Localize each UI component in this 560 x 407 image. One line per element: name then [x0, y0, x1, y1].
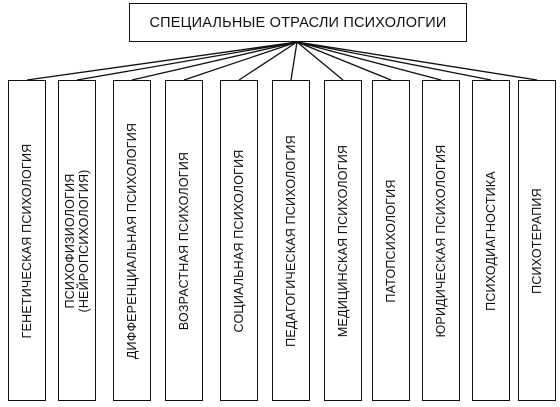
connector-line	[296, 41, 492, 81]
branch-node-label: СОЦИАЛЬНАЯ ПСИХОЛОГИЯ	[232, 149, 246, 332]
connector-line	[296, 41, 442, 81]
connector-line	[296, 41, 538, 81]
branch-node: ПАТОПСИХОЛОГИЯ	[372, 80, 410, 401]
connector-line	[26, 41, 298, 81]
branch-node-label: ЮРИДИЧЕСКАЯ ПСИХОЛОГИЯ	[434, 144, 448, 337]
branch-node-label: ПАТОПСИХОЛОГИЯ	[384, 178, 398, 303]
branch-node: ВОЗРАСТНАЯ ПСИХОЛОГИЯ	[165, 80, 203, 401]
branch-node-label: ВОЗРАСТНАЯ ПСИХОЛОГИЯ	[177, 151, 191, 330]
branch-node: ЮРИДИЧЕСКАЯ ПСИХОЛОГИЯ	[422, 80, 460, 401]
connector-line	[290, 41, 298, 81]
root-node-label: СПЕЦИАЛЬНЫЕ ОТРАСЛИ ПСИХОЛОГИИ	[149, 14, 447, 31]
branch-node: ПСИХОТЕРАПИЯ	[518, 80, 556, 401]
connector-line	[76, 41, 298, 81]
connector-line	[131, 41, 298, 81]
branch-node-label: ПСИХОФИЗИОЛОГИЯ (НЕЙРОПСИХОЛОГИЯ)	[63, 168, 91, 313]
branch-node: ПЕДАГОГИЧЕСКАЯ ПСИХОЛОГИЯ	[272, 80, 310, 401]
branch-node-label: МЕДИЦИНСКАЯ ПСИХОЛОГИЯ	[336, 144, 350, 337]
branch-node: ГЕНЕТИЧЕСКАЯ ПСИХОЛОГИЯ	[8, 80, 46, 401]
branch-node-label: ДИФФЕРЕНЦИАЛЬНАЯ ПСИХОЛОГИЯ	[125, 122, 139, 359]
branch-node-label: ПЕДАГОГИЧЕСКАЯ ПСИХОЛОГИЯ	[284, 134, 298, 347]
root-node: СПЕЦИАЛЬНЫЕ ОТРАСЛИ ПСИХОЛОГИИ	[129, 3, 467, 42]
branch-node-label: ПСИХОДИАГНОСТИКА	[484, 170, 498, 311]
connector-line	[183, 41, 298, 81]
branch-node: МЕДИЦИНСКАЯ ПСИХОЛОГИЯ	[324, 80, 362, 401]
branch-node-label: ПСИХОТЕРАПИЯ	[530, 187, 544, 294]
connector-line	[296, 41, 392, 81]
branch-node: СОЦИАЛЬНАЯ ПСИХОЛОГИЯ	[220, 80, 258, 401]
branch-node-label: ГЕНЕТИЧЕСКАЯ ПСИХОЛОГИЯ	[20, 143, 34, 338]
branch-node: ПСИХОДИАГНОСТИКА	[472, 80, 510, 401]
branch-node: ПСИХОФИЗИОЛОГИЯ (НЕЙРОПСИХОЛОГИЯ)	[58, 80, 96, 401]
connector-line	[296, 41, 344, 81]
connector-line	[238, 41, 298, 81]
branch-node: ДИФФЕРЕНЦИАЛЬНАЯ ПСИХОЛОГИЯ	[113, 80, 151, 401]
